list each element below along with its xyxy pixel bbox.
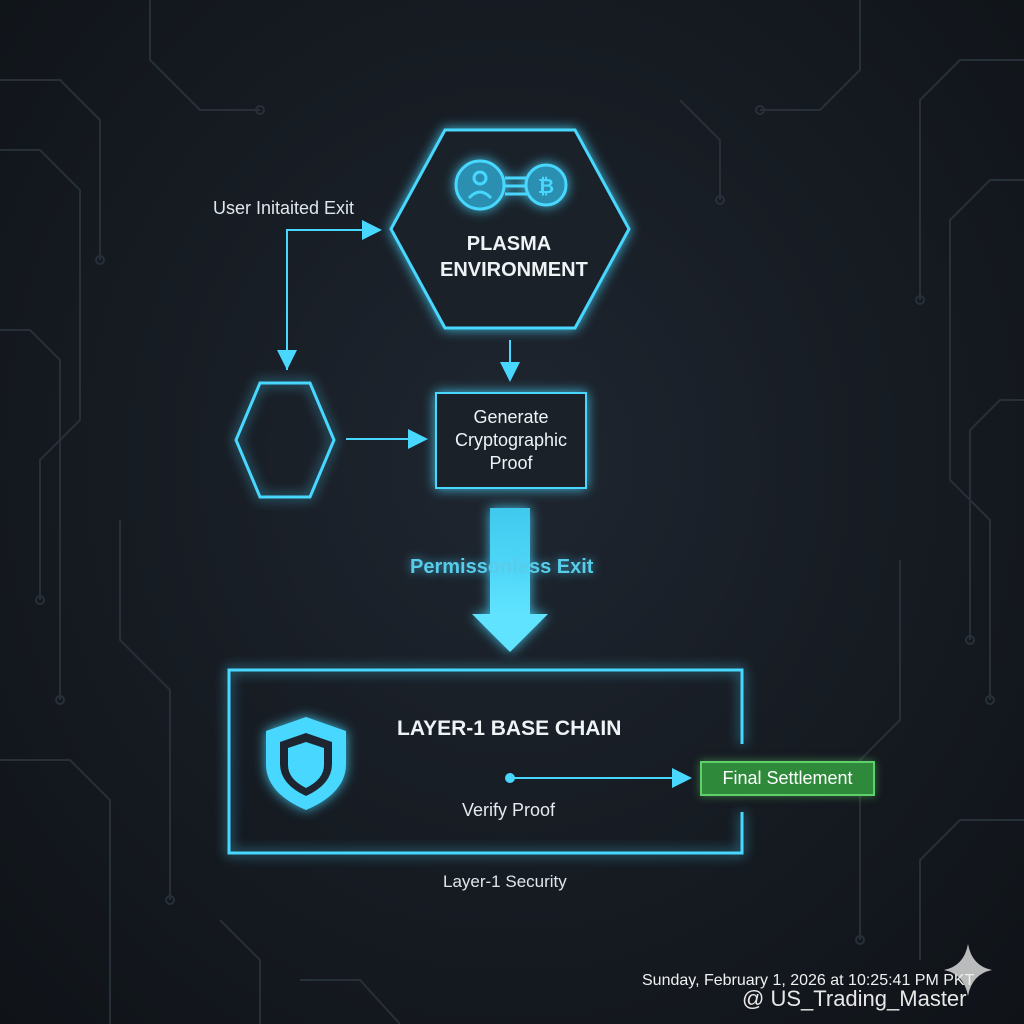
user-initiated-exit-label: User Initaited Exit <box>213 198 355 218</box>
bitcoin-icon: ₿ <box>538 174 554 198</box>
layer1-security-label: Layer-1 Security <box>443 872 567 891</box>
final-settlement-box: Final Settlement <box>700 761 875 796</box>
shield-icon <box>266 717 346 810</box>
generate-proof-box <box>435 392 587 489</box>
author-handle: @ US_Trading_Master <box>742 986 967 1011</box>
permissionless-exit-label: Permissonless Exit <box>410 556 594 578</box>
small-hexagon <box>234 381 336 499</box>
user-exit-connector <box>277 220 382 370</box>
sparkle-icon <box>944 944 992 996</box>
layer1-base-chain-label: LAYER-1 BASE CHAIN <box>397 717 622 740</box>
plasma-environment-label: PLASMA ENVIRONMENT <box>440 233 588 281</box>
verify-proof-label: Verify Proof <box>462 800 556 820</box>
verify-to-settlement-arrow <box>505 768 692 788</box>
timestamp-text: Sunday, February 1, 2026 at 10:25:41 PM … <box>642 972 975 989</box>
plasma-hexagon <box>389 128 631 330</box>
user-bitcoin-icon: ₿ <box>454 159 568 211</box>
generate-proof-label: Generate Cryptographic Proof <box>454 407 568 473</box>
layer1-box <box>227 668 744 855</box>
permissionless-exit-arrow <box>472 508 548 652</box>
